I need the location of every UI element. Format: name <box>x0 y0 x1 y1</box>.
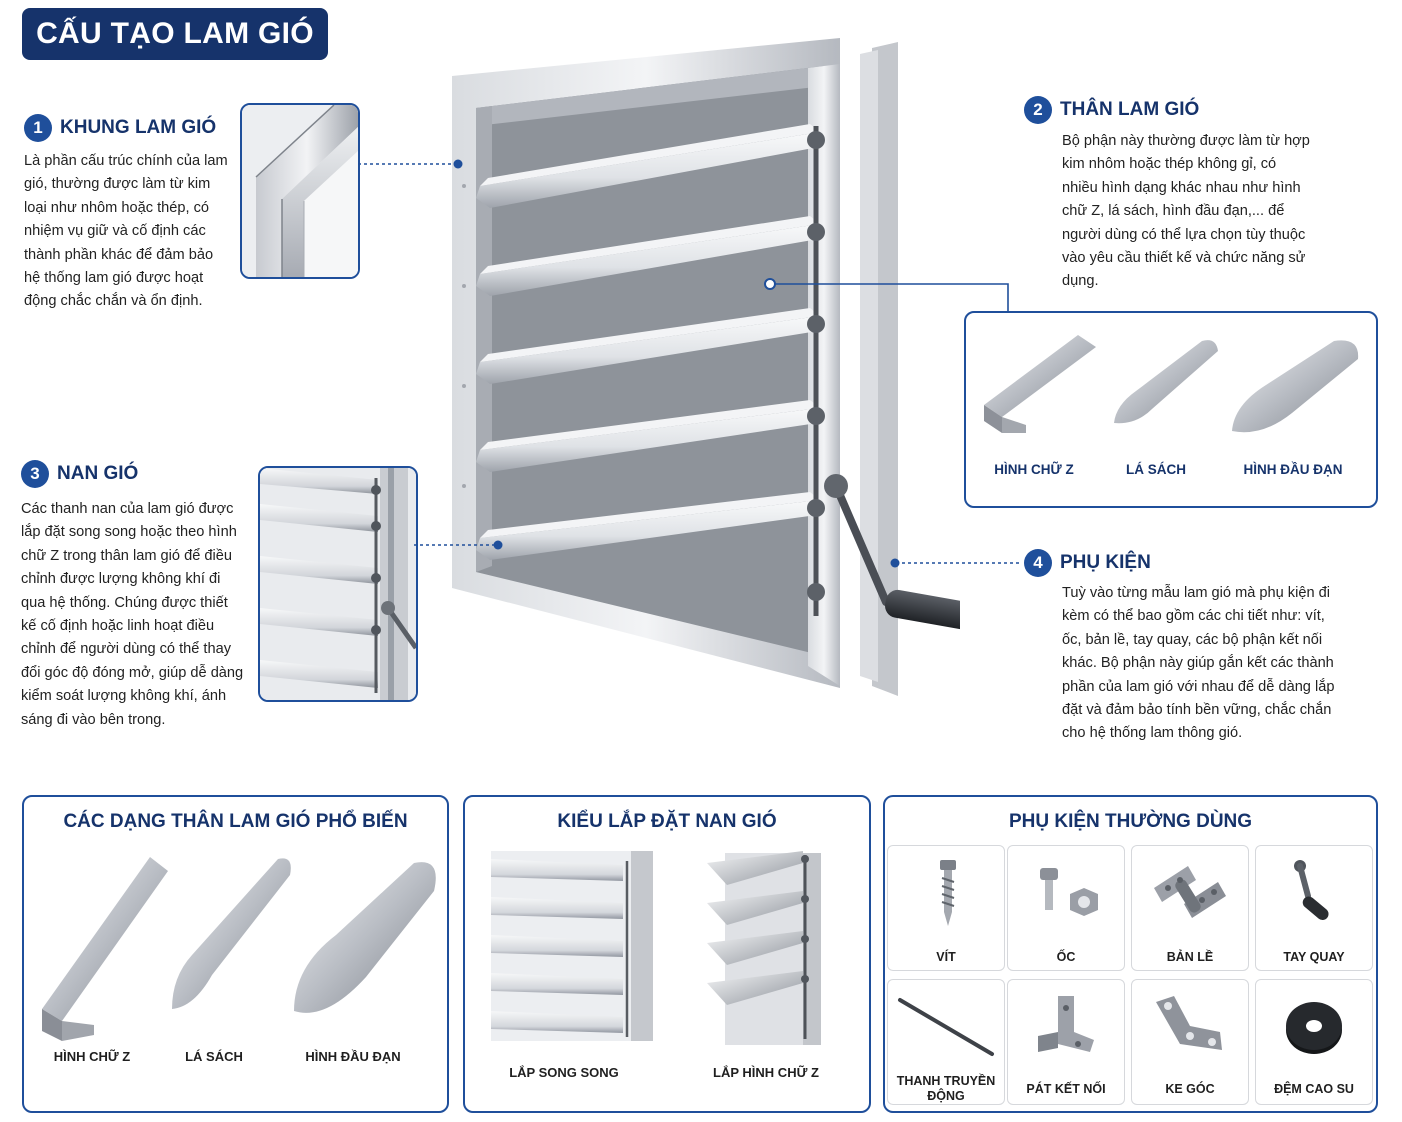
body-heading: 2 THÂN LAM GIÓ <box>1024 96 1199 124</box>
accessory-label-crank: TAY QUAY <box>1283 950 1345 964</box>
blades-number: 3 <box>21 460 49 488</box>
accessories-title: PHỤ KIỆN <box>1060 552 1151 573</box>
frame-detail-image <box>240 103 360 279</box>
z-install-illustration <box>707 851 821 1045</box>
accessory-screw: VÍT <box>887 845 1005 971</box>
common-bodies-title: CÁC DẠNG THÂN LAM GIÓ PHỔ BIẾN <box>63 811 408 832</box>
accessory-corner: KE GÓC <box>1131 979 1249 1105</box>
common-body-label-louver: LÁ SÁCH <box>185 1049 243 1064</box>
common-bodies-illustration <box>42 857 436 1041</box>
accessory-label-hinge: BẢN LỀ <box>1166 950 1214 964</box>
accessory-bracket: PÁT KẾT NỐI <box>1007 979 1125 1105</box>
body-shapes-illustration <box>984 335 1359 433</box>
body-shape-label-louver: LÁ SÁCH <box>1126 462 1186 477</box>
blades-closeup-illustration <box>260 468 416 700</box>
connector-bracket-icon <box>1038 996 1094 1052</box>
accessory-gasket: ĐỆM CAO SU <box>1255 979 1373 1105</box>
install-label-parallel: LẮP SONG SONG <box>509 1065 619 1080</box>
body-number: 2 <box>1024 96 1052 124</box>
corner-brace-icon <box>1156 996 1222 1050</box>
drive-rod-icon <box>898 998 994 1056</box>
accessory-label-nut: ỐC <box>1056 950 1076 964</box>
installation-panel: KIỂU LẮP ĐẶT NAN GIÓ LẮP SONG <box>463 795 871 1113</box>
accessories-description: Tuỳ vào từng mẫu lam gió mà phụ kiện đi … <box>1062 585 1335 742</box>
accessory-label-screw: VÍT <box>936 950 956 964</box>
installation-title: KIỂU LẮP ĐẶT NAN GIÓ <box>557 811 777 832</box>
install-label-z: LẮP HÌNH CHỮ Z <box>713 1065 819 1080</box>
screw-icon <box>940 860 956 926</box>
body-title: THÂN LAM GIÓ <box>1060 99 1200 120</box>
blade-stack <box>260 468 378 688</box>
blades-heading: 3 NAN GIÓ <box>21 460 138 488</box>
accessory-drive-rod: THANH TRUYỀN ĐỘNG <box>887 979 1005 1105</box>
blades-description: Các thanh nan của lam gió được lắp đặt s… <box>21 501 244 728</box>
bolt-nut-icon <box>1040 868 1098 916</box>
accessory-nut: ỐC <box>1007 845 1125 971</box>
accessory-crank: TAY QUAY <box>1255 845 1373 971</box>
body-description: Bộ phận này thường được làm từ hợp kim n… <box>1062 133 1310 290</box>
accessory-label-corner: KE GÓC <box>1165 1082 1215 1096</box>
body-shape-label-z: HÌNH CHỮ Z <box>994 462 1074 477</box>
frame-corner-illustration <box>242 105 358 277</box>
common-bodies-panel: CÁC DẠNG THÂN LAM GIÓ PHỔ BIẾN HÌNH CHỮ … <box>22 795 449 1113</box>
rubber-gasket-icon <box>1286 1002 1342 1054</box>
accessories-panel: PHỤ KIỆN THƯỜNG DÙNG VÍT ỐC BẢN LỀ <box>883 795 1378 1113</box>
accessories-panel-title: PHỤ KIỆN THƯỜNG DÙNG <box>1008 811 1253 832</box>
page-title: CẤU TẠO LAM GIÓ <box>22 8 328 60</box>
accessories-heading: 4 PHỤ KIỆN <box>1024 549 1151 577</box>
common-body-label-z: HÌNH CHỮ Z <box>53 1049 131 1064</box>
accessory-hinge: BẢN LỀ <box>1131 845 1249 971</box>
main-blades <box>476 124 824 560</box>
common-body-label-bullet: HÌNH ĐẦU ĐẠN <box>305 1049 401 1064</box>
frame-description: Là phần cấu trúc chính của lam gió, thườ… <box>24 153 228 310</box>
accessory-label-gasket: ĐỆM CAO SU <box>1274 1082 1354 1096</box>
accessory-label-drive-rod: THANH TRUYỀN ĐỘNG <box>896 1074 996 1103</box>
frame-number: 1 <box>24 114 52 142</box>
accessories-number: 4 <box>1024 549 1052 577</box>
accessory-label-bracket: PÁT KẾT NỐI <box>1026 1082 1106 1096</box>
body-shapes-box: HÌNH CHỮ Z LÁ SÁCH HÌNH ĐẦU ĐẠN <box>964 311 1378 508</box>
body-shape-label-bullet: HÌNH ĐẦU ĐẠN <box>1243 462 1343 477</box>
blades-title: NAN GIÓ <box>57 463 139 484</box>
frame-title: KHUNG LAM GIÓ <box>60 117 217 138</box>
louver-window-illustration <box>452 38 960 696</box>
parallel-install-illustration <box>491 851 653 1041</box>
pivot-joints <box>807 131 825 601</box>
frame-heading: 1 KHUNG LAM GIÓ <box>24 114 216 142</box>
leader-lines <box>358 159 1020 568</box>
blades-detail-image <box>258 466 418 702</box>
crank-handle-icon <box>1294 860 1329 921</box>
hinge-icon <box>1154 866 1226 918</box>
